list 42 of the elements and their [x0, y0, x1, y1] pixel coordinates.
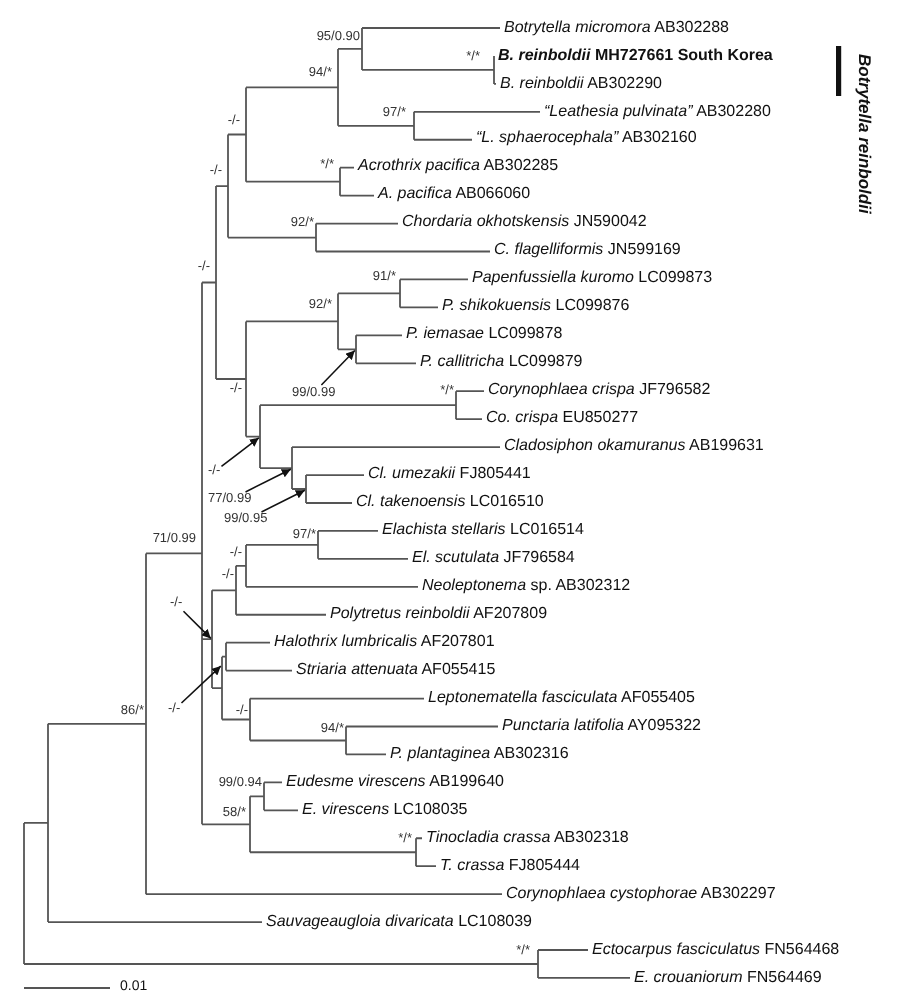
taxon-label: Chordaria okhotskensis JN590042 — [402, 214, 647, 233]
leader-arrow — [180, 665, 222, 704]
taxon-label: P. iemasae LC099878 — [406, 326, 563, 345]
taxon-label: “Leathesia pulvinata” AB302280 — [544, 103, 771, 121]
taxon-label: Ectocarpus fasciculatus FN564468 — [592, 941, 840, 959]
taxon-label: Neoleptonema sp. AB302312 — [422, 578, 631, 596]
leader-arrow — [244, 468, 292, 493]
leader-arrow — [220, 437, 260, 468]
taxon-label: Eudesme virescens AB199640 — [286, 773, 504, 792]
taxon-label: Tinocladia crassa AB302318 — [426, 829, 629, 848]
taxon-label: Sauvageaugloia divaricata LC108039 — [266, 913, 532, 931]
taxon-label: Polytretus reinboldii AF207809 — [330, 605, 548, 624]
taxon-label: Leptonematella fasciculata AF055405 — [428, 689, 695, 708]
leader-arrow — [182, 610, 212, 640]
taxon-label: Striaria attenuata AF055415 — [296, 661, 496, 680]
taxon-label: Papenfussiella kuromo LC099873 — [472, 270, 713, 289]
taxon-label: Punctaria latifolia AY095322 — [502, 717, 701, 736]
taxon-label: P. callitricha LC099879 — [420, 354, 583, 373]
taxon-label: El. scutulata JF796584 — [412, 550, 575, 568]
taxon-label: Cl. umezakii FJ805441 — [368, 466, 531, 484]
clade-label: Botrytella reinboldii — [854, 54, 873, 214]
taxon-label: B. reinboldii MH727661 South Korea — [498, 47, 773, 65]
taxon-label: A. pacifica AB066060 — [378, 186, 531, 205]
taxon-label: B. reinboldii AB302290 — [500, 75, 662, 93]
taxon-label: Halothrix lumbricalis AF207801 — [274, 633, 495, 652]
taxon-label: Cladosiphon okamuranus AB199631 — [504, 438, 764, 456]
taxon-label: Corynophlaea cystophorae AB302297 — [506, 885, 776, 903]
leader-arrow — [320, 349, 356, 386]
taxon-label: Corynophlaea crispa JF796582 — [488, 382, 711, 400]
taxon-label: P. shikokuensis LC099876 — [442, 298, 630, 317]
taxon-label: E. virescens LC108035 — [302, 801, 468, 820]
taxon-label: “L. sphaerocephala” AB302160 — [476, 130, 697, 149]
taxon-label: Cl. takenoensis LC016510 — [356, 494, 544, 512]
leader-arrow — [260, 489, 306, 513]
taxon-label: E. crouaniorum FN564469 — [634, 969, 822, 987]
taxon-label: T. crassa FJ805444 — [440, 857, 580, 875]
taxon-label: Elachista stellaris LC016514 — [382, 522, 584, 540]
taxon-label: P. plantaginea AB302316 — [390, 745, 569, 764]
taxon-label: C. flagelliformis JN599169 — [494, 242, 681, 261]
taxon-label: Botrytella micromora AB302288 — [504, 19, 730, 37]
taxon-label: Acrothrix pacifica AB302285 — [358, 158, 559, 177]
taxon-label: Co. crispa EU850277 — [486, 410, 639, 428]
